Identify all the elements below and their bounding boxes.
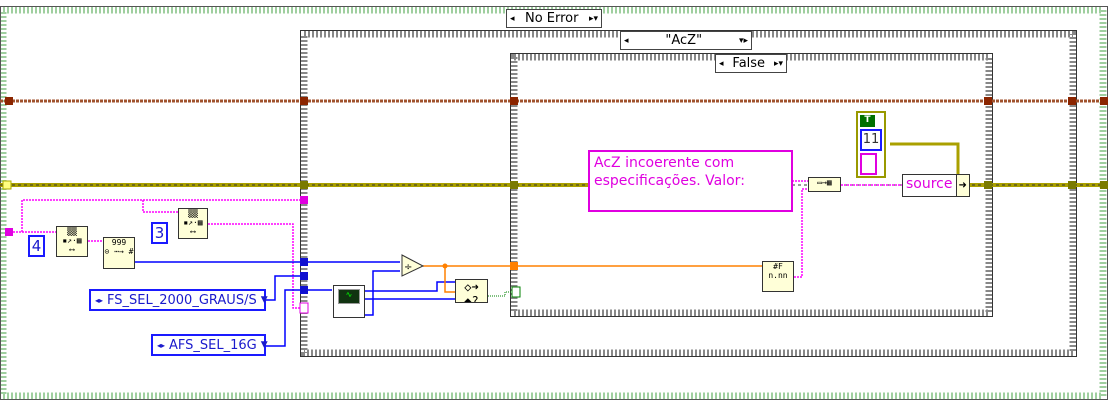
svg-text:÷: ÷ [404,262,412,273]
case-label: "AcZ" [665,33,703,48]
node-text: n.nn [768,271,788,280]
accel-range-enum[interactable]: ◂▸AFS_SEL_16G▼ [151,334,268,356]
decrement-icon[interactable]: ◂ [510,13,515,24]
code-numeric[interactable]: 11 [860,129,882,151]
error-cluster-constant[interactable]: T 11 [856,111,886,178]
case-label: No Error [524,11,579,26]
index-constant-4[interactable]: 4 [28,235,45,257]
index-constant-3[interactable]: 3 [151,222,168,244]
index-array-node-2[interactable]: ▒▒▪↗·▦⟷ [178,208,208,239]
string-to-number-node[interactable]: 999⊙ ⋯→ # [103,237,135,269]
increment-dropdown-icon[interactable]: ▸▾ [588,13,598,24]
bundle-element-label: source [906,176,953,192]
source-string[interactable] [860,153,877,175]
enum-value: AFS_SEL_16G [169,337,257,353]
status-boolean[interactable]: T [860,115,875,127]
gyro-range-enum[interactable]: ◂▸FS_SEL_2000_GRAUS/S▼ [89,289,268,311]
case-selector-boolean[interactable]: ◂ False ▸▾ [715,54,787,73]
divide-function [401,254,425,277]
case-selector-error[interactable]: ◂ No Error ▸▾ [506,9,602,28]
subvi-scale-icon[interactable]: ∿ [333,285,365,318]
decrement-icon[interactable]: ◂ [719,58,724,69]
in-range-coerce-node[interactable]: ◇➜◆? [455,279,488,303]
node-text: ⊙ ⋯→ # [104,247,134,256]
case-label: False [732,56,766,71]
bundle-by-name-node[interactable]: source ➜ [902,174,970,197]
concatenate-strings-node[interactable]: ▭→▦ [808,177,841,192]
dropdown-icon[interactable]: ▼ [260,295,268,305]
node-text: 999 [111,238,127,247]
error-message-string[interactable]: AcZ incoerente com especificações. Valor… [588,150,793,212]
node-text: ? [471,294,479,303]
dropdown-icon[interactable]: ▼ [260,340,268,350]
bundle-arrow-icon: ➜ [955,175,969,196]
index-array-node-1[interactable]: ▒▒▪↗·▦⟷ [56,226,88,257]
enum-value: FS_SEL_2000_GRAUS/S [107,292,257,308]
decrement-icon[interactable]: ◂ [624,35,629,46]
case-selector-sensor[interactable]: ◂ "AcZ" ▾▸ [620,31,752,50]
increment-dropdown-icon[interactable]: ▸▾ [773,58,783,69]
dropdown-icon[interactable]: ▾▸ [738,35,748,46]
